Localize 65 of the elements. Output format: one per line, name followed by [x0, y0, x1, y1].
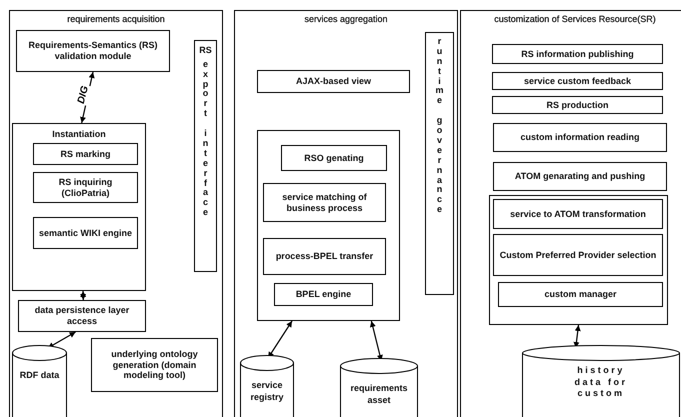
- database-label: requirements asset: [349, 383, 409, 406]
- double-arrow: [80, 290, 86, 300]
- box-label: data persistence layer access: [34, 305, 130, 327]
- database-cylinder: [522, 345, 680, 417]
- swimlane-panel: [460, 10, 681, 417]
- process-box: [257, 70, 410, 93]
- edge-label: DIG: [76, 84, 92, 106]
- database-label: RDF data: [20, 370, 60, 382]
- swimlane-panel: [234, 10, 458, 417]
- box-label: service matching of business process: [281, 192, 368, 214]
- box-label: RS information publishing: [520, 48, 635, 60]
- box-label: Custom Preferred Provider selection: [498, 250, 658, 260]
- process-box: [33, 172, 138, 203]
- process-box: [492, 96, 663, 114]
- lane-title: customization of Services Resource(SR): [493, 13, 657, 25]
- process-box: [33, 217, 138, 249]
- vertical-bar: [425, 32, 454, 295]
- box-label: process-BPEL transfer: [274, 251, 374, 262]
- process-box: [492, 72, 663, 90]
- process-box: [493, 234, 663, 276]
- group-box: [489, 195, 668, 325]
- box-label: BPEL engine: [294, 289, 352, 300]
- box-label: custom manager: [543, 289, 618, 300]
- box-label: RSO genating: [303, 152, 365, 164]
- double-arrow: [573, 324, 581, 348]
- process-box: [91, 338, 218, 392]
- process-box: [493, 123, 667, 152]
- lane-title: services aggregation: [303, 13, 389, 25]
- process-box: [493, 162, 667, 191]
- process-box: [281, 145, 387, 171]
- lane-title: requirements acquisition: [66, 13, 166, 25]
- box-label: AJAX-based view: [294, 76, 372, 87]
- process-box: [492, 44, 663, 64]
- database-cylinder: [340, 358, 418, 417]
- box-label: Requirements-Semantics (RS) validation module: [27, 40, 159, 62]
- process-box: [274, 283, 373, 306]
- process-box: [263, 238, 386, 275]
- process-box: [33, 143, 138, 165]
- box-label: RS marking: [59, 148, 112, 160]
- box-label: underlying ontology generation (domain modeling tool): [110, 348, 199, 382]
- box-label: ATOM genarating and pushing: [514, 171, 646, 182]
- database-label: service registry: [249, 380, 285, 404]
- database-cylinder: [12, 345, 67, 417]
- database-label: history data for custom: [573, 365, 628, 400]
- group-title: Instantiation: [51, 128, 107, 140]
- box-label: semantic WIKI engine: [38, 228, 134, 238]
- box-label: custom information reading: [519, 132, 640, 143]
- vertical-label: runtime governance: [435, 35, 444, 216]
- group-box: [257, 130, 400, 321]
- box-label: RS inquiring (ClioPatria): [58, 176, 114, 198]
- database-cylinder: [240, 355, 294, 417]
- swimlane-panel: [9, 10, 223, 417]
- box-label: service to ATOM transformation: [509, 208, 647, 220]
- vertical-label: RS export interface: [199, 44, 212, 220]
- double-arrow: [47, 331, 76, 349]
- process-box: [263, 183, 386, 222]
- double-arrow: [80, 72, 95, 124]
- box-label: RS production: [546, 100, 610, 110]
- process-box: [16, 30, 170, 72]
- process-box: [498, 282, 663, 307]
- group-box: [12, 123, 146, 291]
- process-box: [493, 199, 663, 229]
- process-box: [18, 300, 146, 332]
- vertical-bar: [194, 40, 217, 272]
- box-label: service custom feedback: [522, 76, 632, 86]
